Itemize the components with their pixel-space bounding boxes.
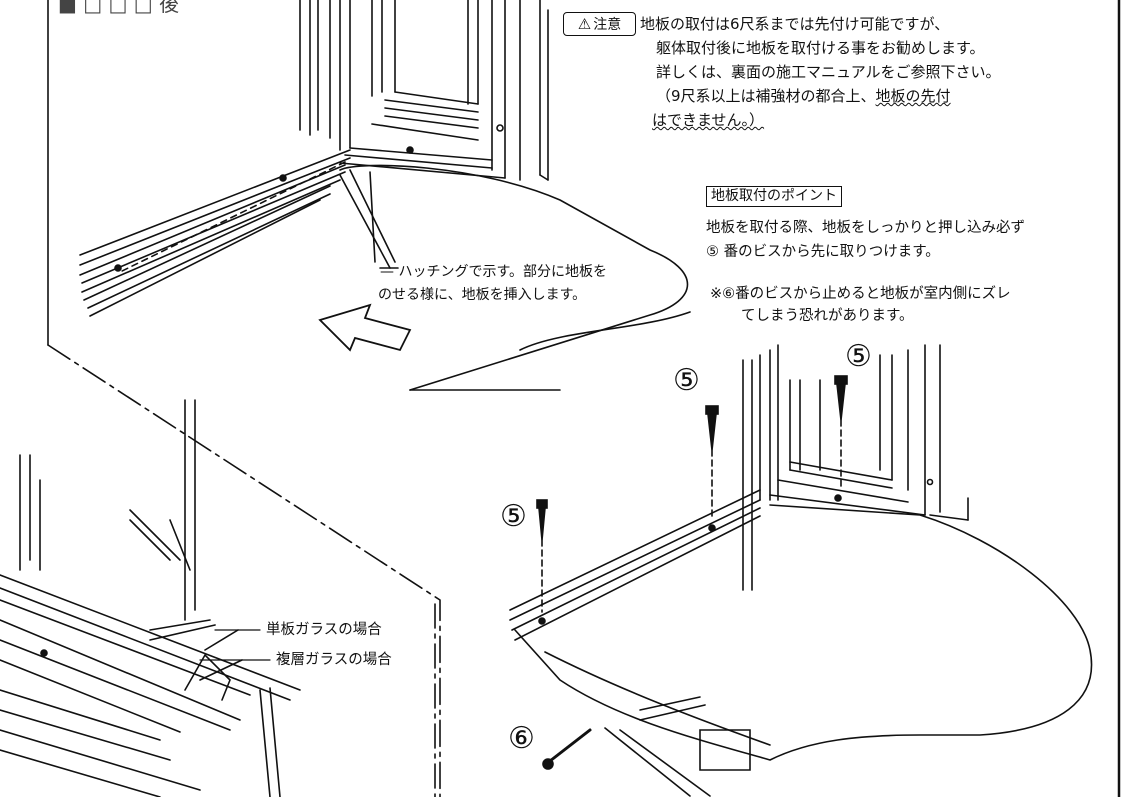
leader-lines (199, 629, 271, 661)
screw-4 (542, 728, 592, 770)
panel-borders (47, 0, 1121, 797)
point-body-1: 地板を取付る際、地板をしっかりと押し込み必ず (706, 220, 1025, 236)
point-note-1: ※⑥番のビスから止めると地板が室内側にズレ (710, 286, 1011, 302)
screw-2 (705, 405, 719, 521)
caution-line-1: 地板の取付は6尺系までは先付け可能ですが、 (640, 15, 950, 33)
screw-3 (834, 375, 848, 491)
caution-line-5: はできません。） (652, 111, 765, 129)
caution-badge: ⚠ 注意 (563, 12, 636, 36)
point-body-2: ⑤ 番のビスから先に取りつけます。 (706, 244, 940, 260)
insert-instruction-line-1: — ハッチングで示す。部分に地板を (380, 264, 608, 280)
top-window-drawing (79, 0, 691, 391)
section-detail-drawing (0, 399, 301, 797)
point-note-2: てしまう恐れがあります。 (741, 308, 914, 324)
caution-line-4: （9尺系以上は補強材の都合上、地板の先付 (656, 87, 951, 105)
caution-line-2: 躯体取付後に地板を取付ける事をお勧めします。 (656, 39, 985, 57)
screw-1 (536, 499, 548, 613)
insert-instruction-line-2: のせる様に、地板を挿入します。 (378, 287, 587, 303)
caution-label: 注意 (593, 17, 622, 33)
double-glass-label: 複層ガラスの場合 (276, 652, 392, 668)
screw-label-five-a: ⑤ (845, 339, 872, 374)
screw-label-five-b: ⑤ (673, 363, 700, 398)
single-glass-label: 単板ガラスの場合 (266, 622, 382, 638)
caution-line-3: 詳しくは、裏面の施工マニュアルをご参照下さい。 (656, 63, 1001, 81)
point-heading: 地板取付のポイント (706, 186, 842, 207)
warning-triangle-icon: ⚠ (577, 15, 592, 33)
bottom-window-drawing (509, 344, 1093, 797)
screw-label-six: ⑥ (508, 721, 535, 756)
screw-label-five-c: ⑤ (500, 499, 527, 534)
partial-heading: ■ □ □ □ 後 (58, 0, 180, 16)
